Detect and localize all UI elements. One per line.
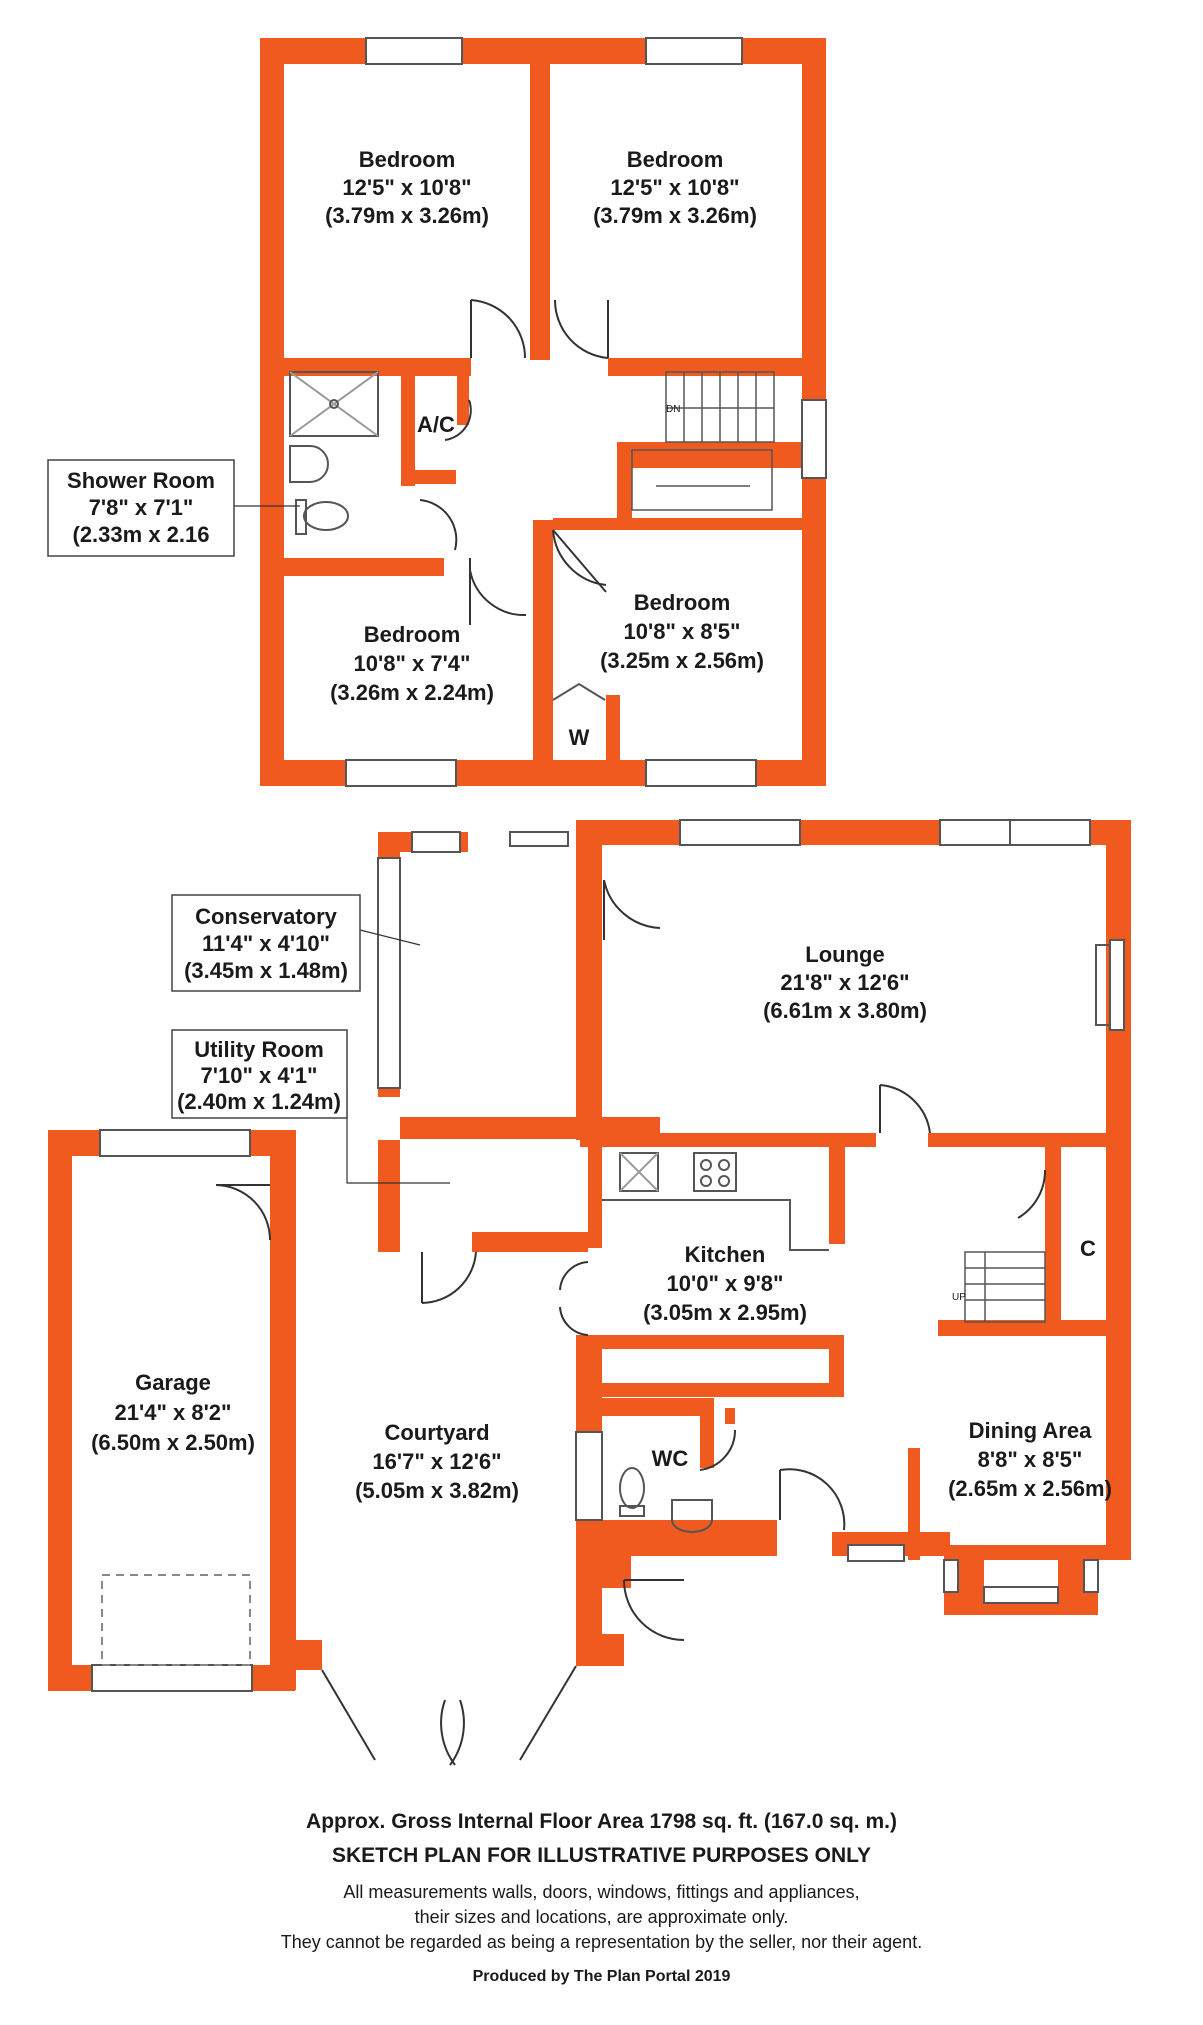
- label-dn: DN: [666, 404, 680, 415]
- room-shower-size: 7'8" x 7'1": [89, 495, 194, 520]
- label-wc: WC: [652, 1446, 689, 1471]
- leader-lines: [234, 505, 450, 1184]
- room-courtyard-metric: (5.05m x 3.82m): [355, 1478, 519, 1503]
- room-utility-size: 7'10" x 4'1": [201, 1063, 318, 1088]
- room-kitchen-size: 10'0" x 9'8": [667, 1271, 784, 1296]
- room-bed3-metric: (3.26m x 2.24m): [330, 680, 494, 705]
- room-bed1-metric: (3.79m x 3.26m): [325, 203, 489, 228]
- room-dining-size: 8'8" x 8'5": [978, 1447, 1083, 1472]
- produced-by: Produced by The Plan Portal 2019: [472, 1968, 731, 1985]
- room-utility-name: Utility Room: [194, 1037, 324, 1062]
- stairs-ground: [964, 1251, 1046, 1323]
- room-lounge-name: Lounge: [805, 942, 884, 967]
- label-up: UP: [952, 1292, 966, 1303]
- fixtures: [101, 299, 1111, 1766]
- room-bed2-size: 12'5" x 10'8": [610, 175, 739, 200]
- windows: [91, 37, 1125, 1692]
- room-bed2-name: Bedroom: [627, 147, 724, 172]
- room-garage-name: Garage: [135, 1370, 211, 1395]
- room-bed3-name: Bedroom: [364, 622, 461, 647]
- room-dining-name: Dining Area: [969, 1418, 1092, 1443]
- room-bed1-size: 12'5" x 10'8": [342, 175, 471, 200]
- callout-boxes: [47, 459, 361, 1119]
- room-courtyard-name: Courtyard: [384, 1420, 489, 1445]
- room-conservatory-metric: (3.45m x 1.48m): [184, 958, 348, 983]
- label-wardrobe: W: [569, 725, 590, 750]
- label-ac: A/C: [417, 412, 455, 437]
- room-kitchen-metric: (3.05m x 2.95m): [643, 1300, 807, 1325]
- disclaimer-line-3: They cannot be regarded as being a repre…: [280, 1932, 923, 1952]
- label-cupboard: C: [1080, 1236, 1096, 1261]
- disclaimer-line-2: their sizes and locations, are approxima…: [414, 1907, 789, 1927]
- sketch-notice: SKETCH PLAN FOR ILLUSTRATIVE PURPOSES ON…: [331, 1844, 872, 1867]
- room-garage-size: 21'4" x 8'2": [115, 1400, 232, 1425]
- room-dining-metric: (2.65m x 2.56m): [948, 1476, 1112, 1501]
- room-conservatory-size: 11'4" x 4'10": [202, 931, 330, 956]
- stairs-up-first: [631, 371, 775, 511]
- room-shower-name: Shower Room: [67, 468, 215, 493]
- room-bed2-metric: (3.79m x 3.26m): [593, 203, 757, 228]
- floor-plan: Bedroom 12'5" x 10'8" (3.79m x 3.26m) Be…: [47, 37, 1131, 1766]
- room-kitchen-name: Kitchen: [685, 1242, 766, 1267]
- room-garage-metric: (6.50m x 2.50m): [91, 1430, 255, 1455]
- room-bed4-size: 10'8" x 8'5": [624, 619, 741, 644]
- room-bed1-name: Bedroom: [359, 147, 456, 172]
- room-lounge-metric: (6.61m x 3.80m): [763, 998, 927, 1023]
- room-courtyard-size: 16'7" x 12'6": [372, 1449, 501, 1474]
- room-shower-metric: (2.33m x 2.16: [73, 522, 210, 547]
- room-bed3-size: 10'8" x 7'4": [354, 651, 471, 676]
- room-lounge-size: 21'8" x 12'6": [780, 970, 909, 995]
- room-utility-metric: (2.40m x 1.24m): [177, 1089, 341, 1114]
- floor-area: Approx. Gross Internal Floor Area 1798 s…: [306, 1810, 897, 1833]
- room-conservatory-name: Conservatory: [195, 904, 338, 929]
- disclaimer: All measurements walls, doors, windows, …: [0, 1880, 1203, 1955]
- room-bed4-name: Bedroom: [634, 590, 731, 615]
- disclaimer-line-1: All measurements walls, doors, windows, …: [343, 1882, 860, 1902]
- room-bed4-metric: (3.25m x 2.56m): [600, 648, 764, 673]
